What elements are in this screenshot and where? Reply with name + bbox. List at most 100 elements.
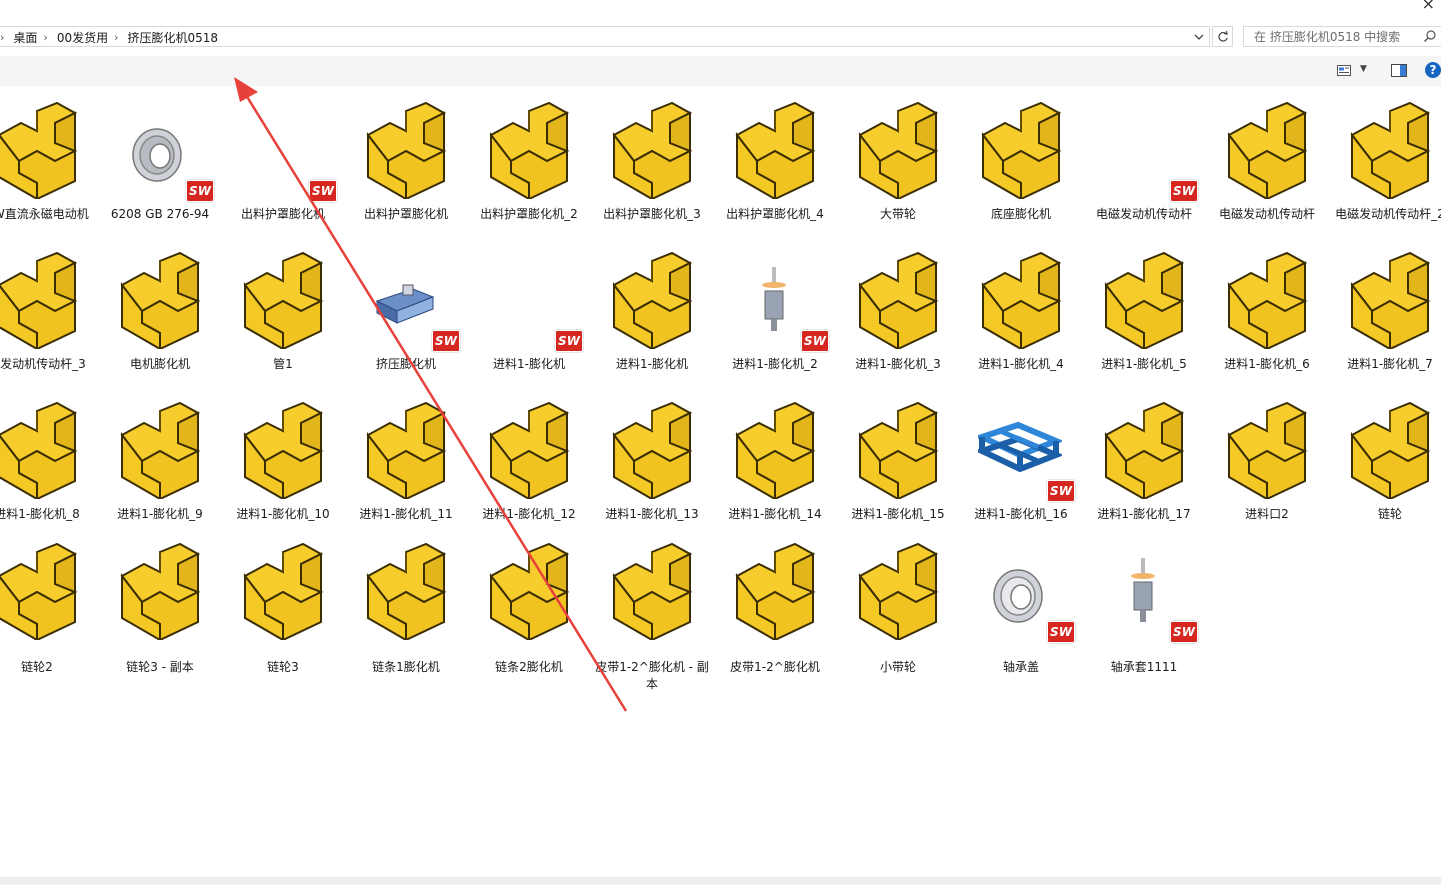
file-item[interactable]: SW 进料1-膨化机_16 [962, 387, 1080, 521]
file-item[interactable]: 进料1-膨化机_11 [347, 387, 465, 521]
file-name: 进料1-膨化机_17 [1097, 507, 1191, 521]
file-item[interactable]: 进料1-膨化机_10 [224, 387, 342, 521]
solidworks-part-icon [1331, 387, 1441, 499]
file-name: 进料1-膨化机_16 [974, 507, 1068, 521]
solidworks-badge-icon: SW [1047, 621, 1075, 643]
frame-thumbnail-icon: SW [962, 387, 1080, 502]
file-name: 链轮3 - 副本 [126, 660, 194, 674]
file-item[interactable]: 进料1-膨化机_8 [0, 387, 96, 521]
file-grid: 0W直流永磁电动机SW6208 GB 276-94SW出料护罩膨化机出料护罩膨化… [0, 87, 1441, 877]
file-item[interactable]: 进料1-膨化机_9 [101, 387, 219, 521]
solidworks-badge-icon: SW [1047, 480, 1075, 502]
file-item[interactable]: 进料1-膨化机_4 [962, 237, 1080, 371]
file-item[interactable]: 电机膨化机 [101, 237, 219, 371]
file-name: 大带轮 [879, 207, 916, 221]
file-item[interactable]: 出料护罩膨化机_3 [593, 87, 711, 221]
chevron-down-icon[interactable] [1191, 28, 1207, 46]
file-item[interactable]: 链轮2 [0, 540, 96, 674]
file-item[interactable]: 进料口2 [1208, 387, 1326, 521]
file-item[interactable]: 进料1-膨化机 [593, 237, 711, 371]
file-item[interactable]: 小带轮 [839, 540, 957, 674]
file-name: 链轮2 [21, 660, 53, 674]
help-button[interactable]: ? [1425, 62, 1441, 78]
file-item[interactable]: 皮带1-2^膨化机 [716, 540, 834, 674]
chevron-right-icon[interactable]: › [114, 31, 119, 44]
file-item[interactable]: 皮带1-2^膨化机 - 副本 [593, 540, 711, 691]
change-view-icon[interactable] [1337, 65, 1351, 76]
file-name: 电磁发动机传动杆_2 [1335, 207, 1441, 221]
solidworks-part-icon [101, 528, 219, 640]
solidworks-part-icon [1331, 237, 1441, 349]
file-item[interactable]: 进料1-膨化机_6 [1208, 237, 1326, 371]
solidworks-part-icon [839, 87, 957, 199]
file-name: 进料1-膨化机_9 [117, 507, 203, 521]
search-input[interactable] [1244, 27, 1430, 46]
address-bar[interactable]: › 桌面 › 00发货用 › 挤压膨化机0518 [0, 26, 1210, 47]
solidworks-part-icon [224, 387, 342, 499]
file-item[interactable]: 链轮 [1331, 387, 1441, 521]
view-options-dropdown-icon[interactable]: ▼ [1360, 64, 1367, 74]
solidworks-part-icon [347, 87, 465, 199]
solidworks-part-icon [716, 528, 834, 640]
chevron-right-icon[interactable]: › [0, 31, 5, 44]
file-name: 电磁发动机传动杆 [1218, 207, 1315, 221]
file-item[interactable]: 链轮3 [224, 540, 342, 674]
breadcrumb-item-current-folder[interactable]: 挤压膨化机0518 [127, 31, 219, 45]
file-name: 进料1-膨化机_15 [851, 507, 945, 521]
file-item[interactable]: 进料1-膨化机_3 [839, 237, 957, 371]
solidworks-badge-icon: SW [801, 330, 829, 352]
file-item[interactable]: 链条2膨化机 [470, 540, 588, 674]
file-item[interactable]: 底座膨化机 [962, 87, 1080, 221]
file-item[interactable]: SW 进料1-膨化机_2 [716, 237, 834, 371]
refresh-button[interactable] [1212, 26, 1233, 47]
file-name: 电磁发动机传动杆 [1095, 207, 1192, 221]
file-item[interactable]: 链轮3 - 副本 [101, 540, 219, 674]
file-name: 皮带1-2^膨化机 - 副本 [595, 660, 709, 691]
file-item[interactable]: 进料1-膨化机_13 [593, 387, 711, 521]
file-item[interactable]: 链条1膨化机 [347, 540, 465, 674]
file-item[interactable]: 管1 [224, 237, 342, 371]
file-item[interactable]: 出料护罩膨化机 [347, 87, 465, 221]
file-item[interactable]: 进料1-膨化机_7 [1331, 237, 1441, 371]
title-strip: × [0, 0, 1441, 26]
file-item[interactable]: 大带轮 [839, 87, 957, 221]
breadcrumb-item-desktop[interactable]: 桌面 [13, 31, 38, 45]
file-name: 进料1-膨化机_2 [732, 357, 818, 371]
breadcrumb-item-shipping[interactable]: 00发货用 [56, 31, 109, 45]
file-item[interactable]: 出料护罩膨化机_2 [470, 87, 588, 221]
file-item[interactable]: 出料护罩膨化机_4 [716, 87, 834, 221]
file-item[interactable]: 进料1-膨化机_14 [716, 387, 834, 521]
solidworks-part-icon [593, 87, 711, 199]
preview-pane-icon[interactable] [1391, 64, 1407, 77]
file-item[interactable]: 0W直流永磁电动机 [0, 87, 96, 221]
search-box[interactable] [1243, 26, 1441, 47]
close-icon[interactable]: × [1421, 0, 1435, 13]
file-item[interactable]: 进料1-膨化机_5 [1085, 237, 1203, 371]
breadcrumb: › 桌面 › 00发货用 › 挤压膨化机0518 [0, 29, 218, 46]
solidworks-part-icon [1331, 87, 1441, 199]
file-item[interactable]: 进料1-膨化机_17 [1085, 387, 1203, 521]
file-name: 皮带1-2^膨化机 [730, 660, 820, 674]
file-item[interactable]: 进料1-膨化机_12 [470, 387, 588, 521]
solidworks-part-icon [593, 528, 711, 640]
chevron-right-icon[interactable]: › [43, 31, 48, 44]
file-item[interactable]: 电磁发动机传动杆_2 [1331, 87, 1441, 221]
file-name: 进料1-膨化机_7 [1347, 357, 1433, 371]
horizontal-scrollbar[interactable] [0, 877, 1441, 885]
solidworks-part-icon [839, 528, 957, 640]
file-name: 电机膨化机 [129, 357, 190, 371]
solidworks-part-icon [347, 528, 465, 640]
file-item[interactable]: 进料1-膨化机_15 [839, 387, 957, 521]
search-icon[interactable] [1423, 29, 1437, 43]
file-name: 进料1-膨化机 [616, 357, 688, 371]
file-item[interactable]: 磁发动机传动杆_3 [0, 237, 96, 371]
file-item[interactable]: 电磁发动机传动杆 [1208, 87, 1326, 221]
solidworks-part-icon [0, 237, 96, 349]
